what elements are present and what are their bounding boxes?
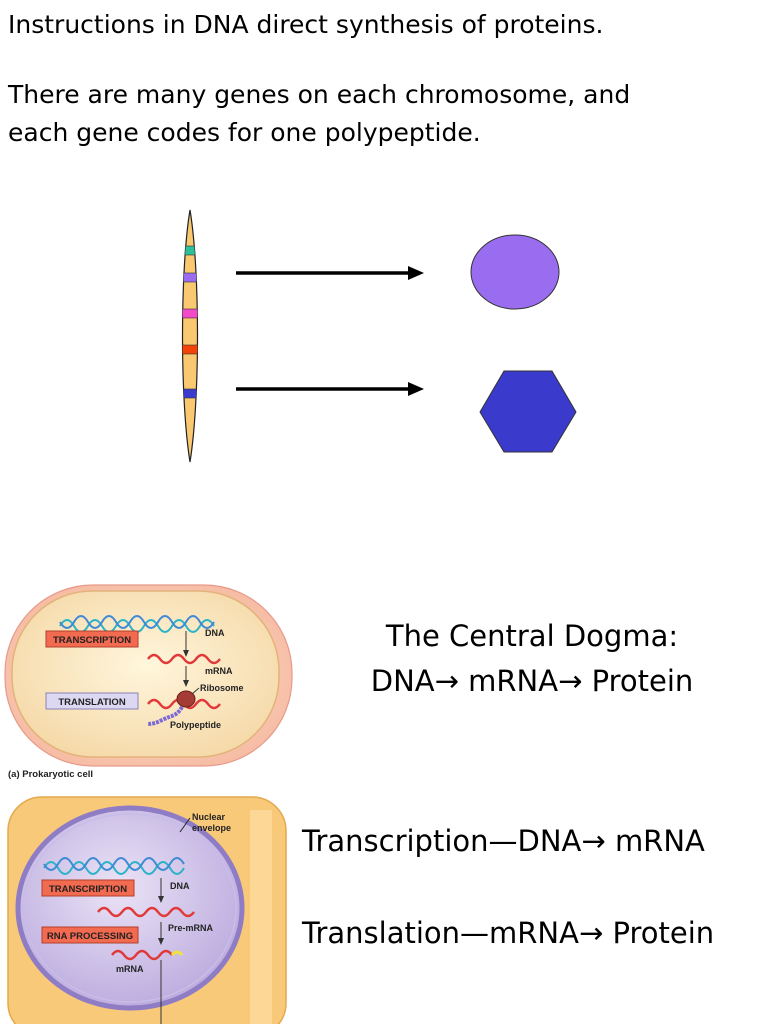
mrna-label-1: mRNA [205, 666, 233, 676]
ribosome-label: Ribosome [200, 683, 244, 693]
arrow-to-circle [236, 266, 424, 280]
chain-mrna: mRNA [468, 664, 559, 698]
gene-band-teal [182, 245, 198, 256]
translation-label: Translation [302, 916, 461, 950]
translation-box [45, 692, 139, 710]
prokaryote-wall [4, 584, 293, 767]
rna-processing-box-label: RNA PROCESSING [47, 931, 133, 942]
translation-line: Translation—mRNA→ Protein [302, 916, 715, 950]
dna-label-2: DNA [170, 881, 190, 891]
translation-to: Protein [612, 916, 715, 950]
arrow-icon: → [434, 664, 459, 698]
prokaryote-caption: (a) Prokaryotic cell [8, 769, 93, 780]
polypeptide-chain [147, 705, 184, 726]
pre-mrna-strand [97, 906, 195, 918]
central-dogma-title: The Central Dogma: [385, 619, 679, 653]
gene-band-pink [182, 308, 198, 319]
dna-helix [59, 615, 215, 633]
transcription-box [45, 630, 139, 648]
gene-band-purple [182, 272, 198, 283]
chain-protein: Protein [591, 664, 694, 698]
rna-processing-box [41, 926, 139, 944]
arrow-icon: → [581, 824, 606, 858]
protein-circle [470, 234, 560, 310]
paragraph-line-2: each gene codes for one polypeptide. [8, 118, 481, 147]
transcription-label: Transcription [302, 824, 489, 858]
nucleus [15, 805, 245, 1011]
eukaryote-cytoplasm [7, 796, 287, 1024]
central-dogma-chain: DNA→ mRNA→ Protein [310, 661, 754, 701]
arrow-icon: → [578, 916, 604, 950]
transcription-from: DNA [517, 824, 582, 858]
transcription-box-nucleus-label: TRANSCRIPTION [49, 884, 127, 895]
mrna-label-2: mRNA [116, 964, 144, 974]
page-heading: Instructions in DNA direct synthesis of … [8, 10, 604, 39]
arrow-to-hexagon [236, 382, 424, 396]
transcription-box-label: TRANSCRIPTION [53, 635, 131, 646]
arrow-icon: → [558, 664, 583, 698]
polypeptide-label: Polypeptide [170, 720, 221, 730]
translation-from: mRNA [489, 916, 579, 950]
transcription-to: mRNA [614, 824, 705, 858]
gene-band-blue [182, 388, 198, 399]
prokaryote-cytoplasm [11, 590, 280, 758]
transcription-line: Transcription—DNA→ mRNA [302, 824, 705, 858]
ribosome-shape [176, 690, 196, 708]
pre-mrna-label: Pre-mRNA [168, 923, 214, 933]
gene-band-red [182, 344, 198, 355]
protein-hexagon [479, 370, 577, 453]
mrna-strand-nucleus [111, 949, 173, 961]
dna-label-1: DNA [205, 628, 225, 638]
dna-helix-nucleus [43, 857, 185, 875]
translation-box-label: TRANSLATION [58, 697, 126, 708]
paragraph-line-1: There are many genes on each chromosome,… [8, 80, 631, 109]
transcription-box-nucleus [41, 879, 135, 897]
mrna-strand [147, 653, 221, 665]
chain-dna: DNA [370, 664, 435, 698]
gene-protein-diagram [181, 209, 577, 463]
nuclear-envelope-label-1: Nuclear [192, 812, 226, 822]
nuclear-envelope-label-2: envelope [192, 823, 231, 833]
